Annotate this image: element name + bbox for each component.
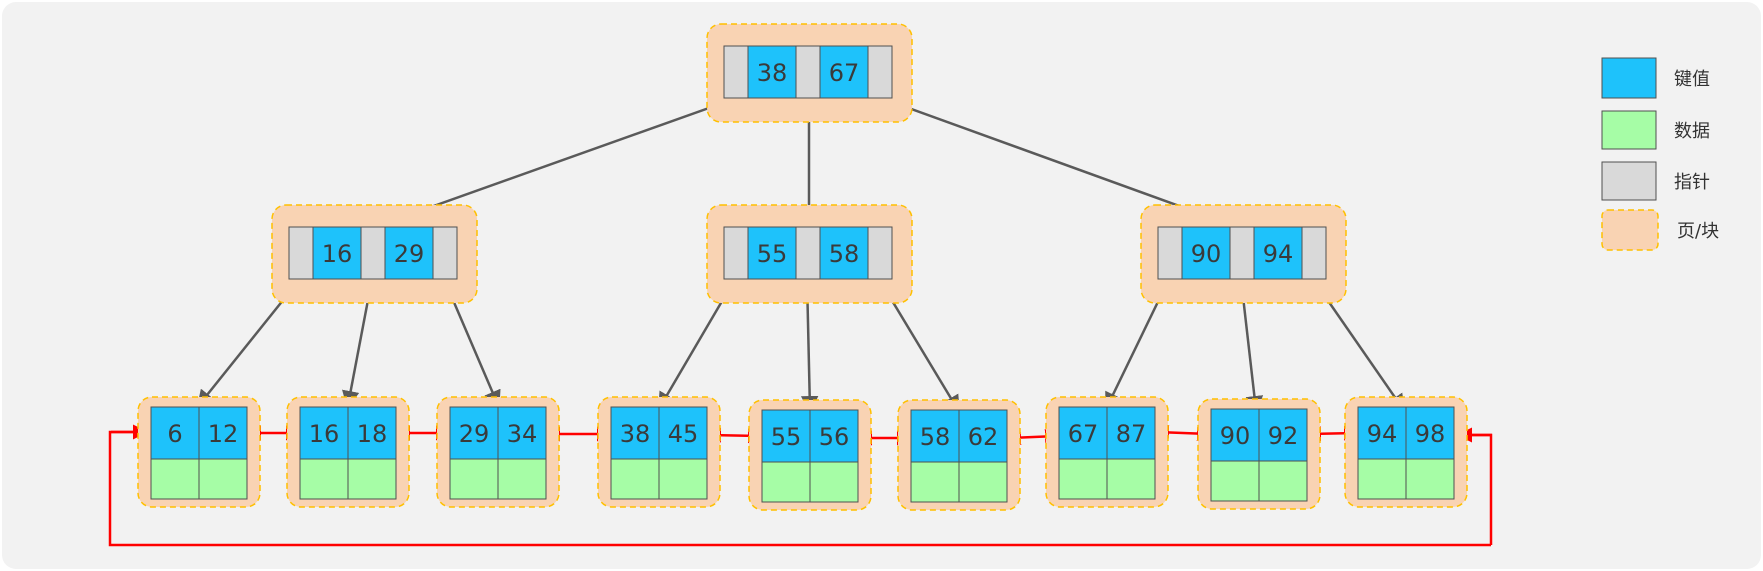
key-cell (761, 409, 811, 463)
key-cell (312, 226, 362, 280)
key-label: 18 (357, 420, 388, 448)
key-cell (150, 406, 200, 460)
key-label: 90 (1220, 422, 1251, 450)
legend-swatch-key (1601, 57, 1657, 99)
data-cell (347, 458, 397, 500)
key-label: 58 (829, 240, 860, 268)
key-label: 90 (1191, 240, 1222, 268)
key-label: 6 (167, 420, 182, 448)
data-cell (198, 458, 248, 500)
pointer-cell (795, 45, 821, 99)
key-label: 58 (920, 423, 951, 451)
key-label: 12 (208, 420, 239, 448)
key-label: 38 (757, 59, 788, 87)
internal-node: 55 58 (706, 204, 913, 304)
pointer-cell (288, 226, 314, 280)
root-node: 38 67 (706, 23, 913, 123)
data-cell (449, 458, 499, 500)
pointer-cell (432, 226, 458, 280)
legend-item-data: 数据 (1601, 110, 1710, 150)
legend-swatch-data (1601, 110, 1657, 150)
key-label: 62 (968, 423, 999, 451)
legend-label: 键值 (1674, 69, 1710, 90)
key-label: 45 (668, 420, 699, 448)
data-cell (1405, 458, 1455, 500)
key-label: 16 (322, 240, 353, 268)
data-cell (1106, 458, 1156, 500)
key-cell (819, 226, 869, 280)
key-cell (809, 409, 859, 463)
key-cell (910, 409, 960, 463)
key-label: 29 (394, 240, 425, 268)
data-cell (1357, 458, 1407, 500)
pointer-cell (1301, 226, 1327, 280)
pointer-cell (867, 45, 893, 99)
key-label: 55 (771, 423, 802, 451)
key-cell (347, 406, 397, 460)
legend-label: 数据 (1674, 121, 1710, 142)
key-cell (198, 406, 248, 460)
leaf-node: 67 87 (1045, 396, 1169, 508)
key-cell (610, 406, 660, 460)
key-label: 67 (1068, 420, 1099, 448)
key-cell (1405, 406, 1455, 460)
data-cell (809, 461, 859, 503)
data-cell (910, 461, 960, 503)
key-cell (747, 226, 797, 280)
key-label: 56 (819, 423, 850, 451)
data-cell (610, 458, 660, 500)
leaf-node: 16 18 (286, 396, 410, 508)
legend-label: 指针 (1674, 172, 1710, 193)
pointer-cell (723, 226, 749, 280)
leaf-node: 55 56 (748, 399, 872, 511)
data-cell (150, 458, 200, 500)
key-label: 94 (1263, 240, 1294, 268)
data-cell (1058, 458, 1108, 500)
legend-swatch-pointer (1601, 161, 1657, 201)
key-cell (1258, 408, 1308, 462)
legend-item-key: 键值 (1601, 57, 1710, 99)
key-label: 98 (1415, 420, 1446, 448)
key-cell (747, 45, 797, 99)
leaf-node: 58 62 (897, 399, 1021, 511)
legend-swatch-page (1601, 209, 1659, 251)
legend-label: 页/块 (1677, 221, 1719, 242)
key-cell (1181, 226, 1231, 280)
key-label: 92 (1268, 422, 1299, 450)
leaf-node: 38 45 (597, 396, 721, 508)
key-label: 29 (459, 420, 490, 448)
data-cell (299, 458, 349, 500)
leaf-node: 6 12 (137, 396, 261, 508)
key-label: 16 (309, 420, 340, 448)
leaf-node: 94 98 (1344, 396, 1468, 508)
key-cell (299, 406, 349, 460)
pointer-cell (795, 226, 821, 280)
legend: 键值 数据 指针 页/块 (1601, 57, 1719, 251)
key-label: 34 (507, 420, 538, 448)
key-cell (819, 45, 869, 99)
data-cell (1210, 460, 1260, 502)
pointer-cell (1157, 226, 1183, 280)
leaf-node: 29 34 (436, 396, 560, 508)
data-cell (497, 458, 547, 500)
data-cell (658, 458, 708, 500)
key-label: 94 (1367, 420, 1398, 448)
pointer-cell (723, 45, 749, 99)
pointer-cell (360, 226, 386, 280)
legend-item-page: 页/块 (1601, 209, 1719, 251)
key-label: 67 (829, 59, 860, 87)
pointer-cell (867, 226, 893, 280)
key-label: 38 (620, 420, 651, 448)
leaf-node: 90 92 (1197, 398, 1321, 510)
pointer-cell (1229, 226, 1255, 280)
internal-node: 16 29 (271, 204, 478, 304)
data-cell (761, 461, 811, 503)
key-label: 87 (1116, 420, 1147, 448)
key-label: 55 (757, 240, 788, 268)
internal-node: 90 94 (1140, 204, 1347, 304)
data-cell (1258, 460, 1308, 502)
legend-item-pointer: 指针 (1601, 161, 1710, 201)
data-cell (958, 461, 1008, 503)
